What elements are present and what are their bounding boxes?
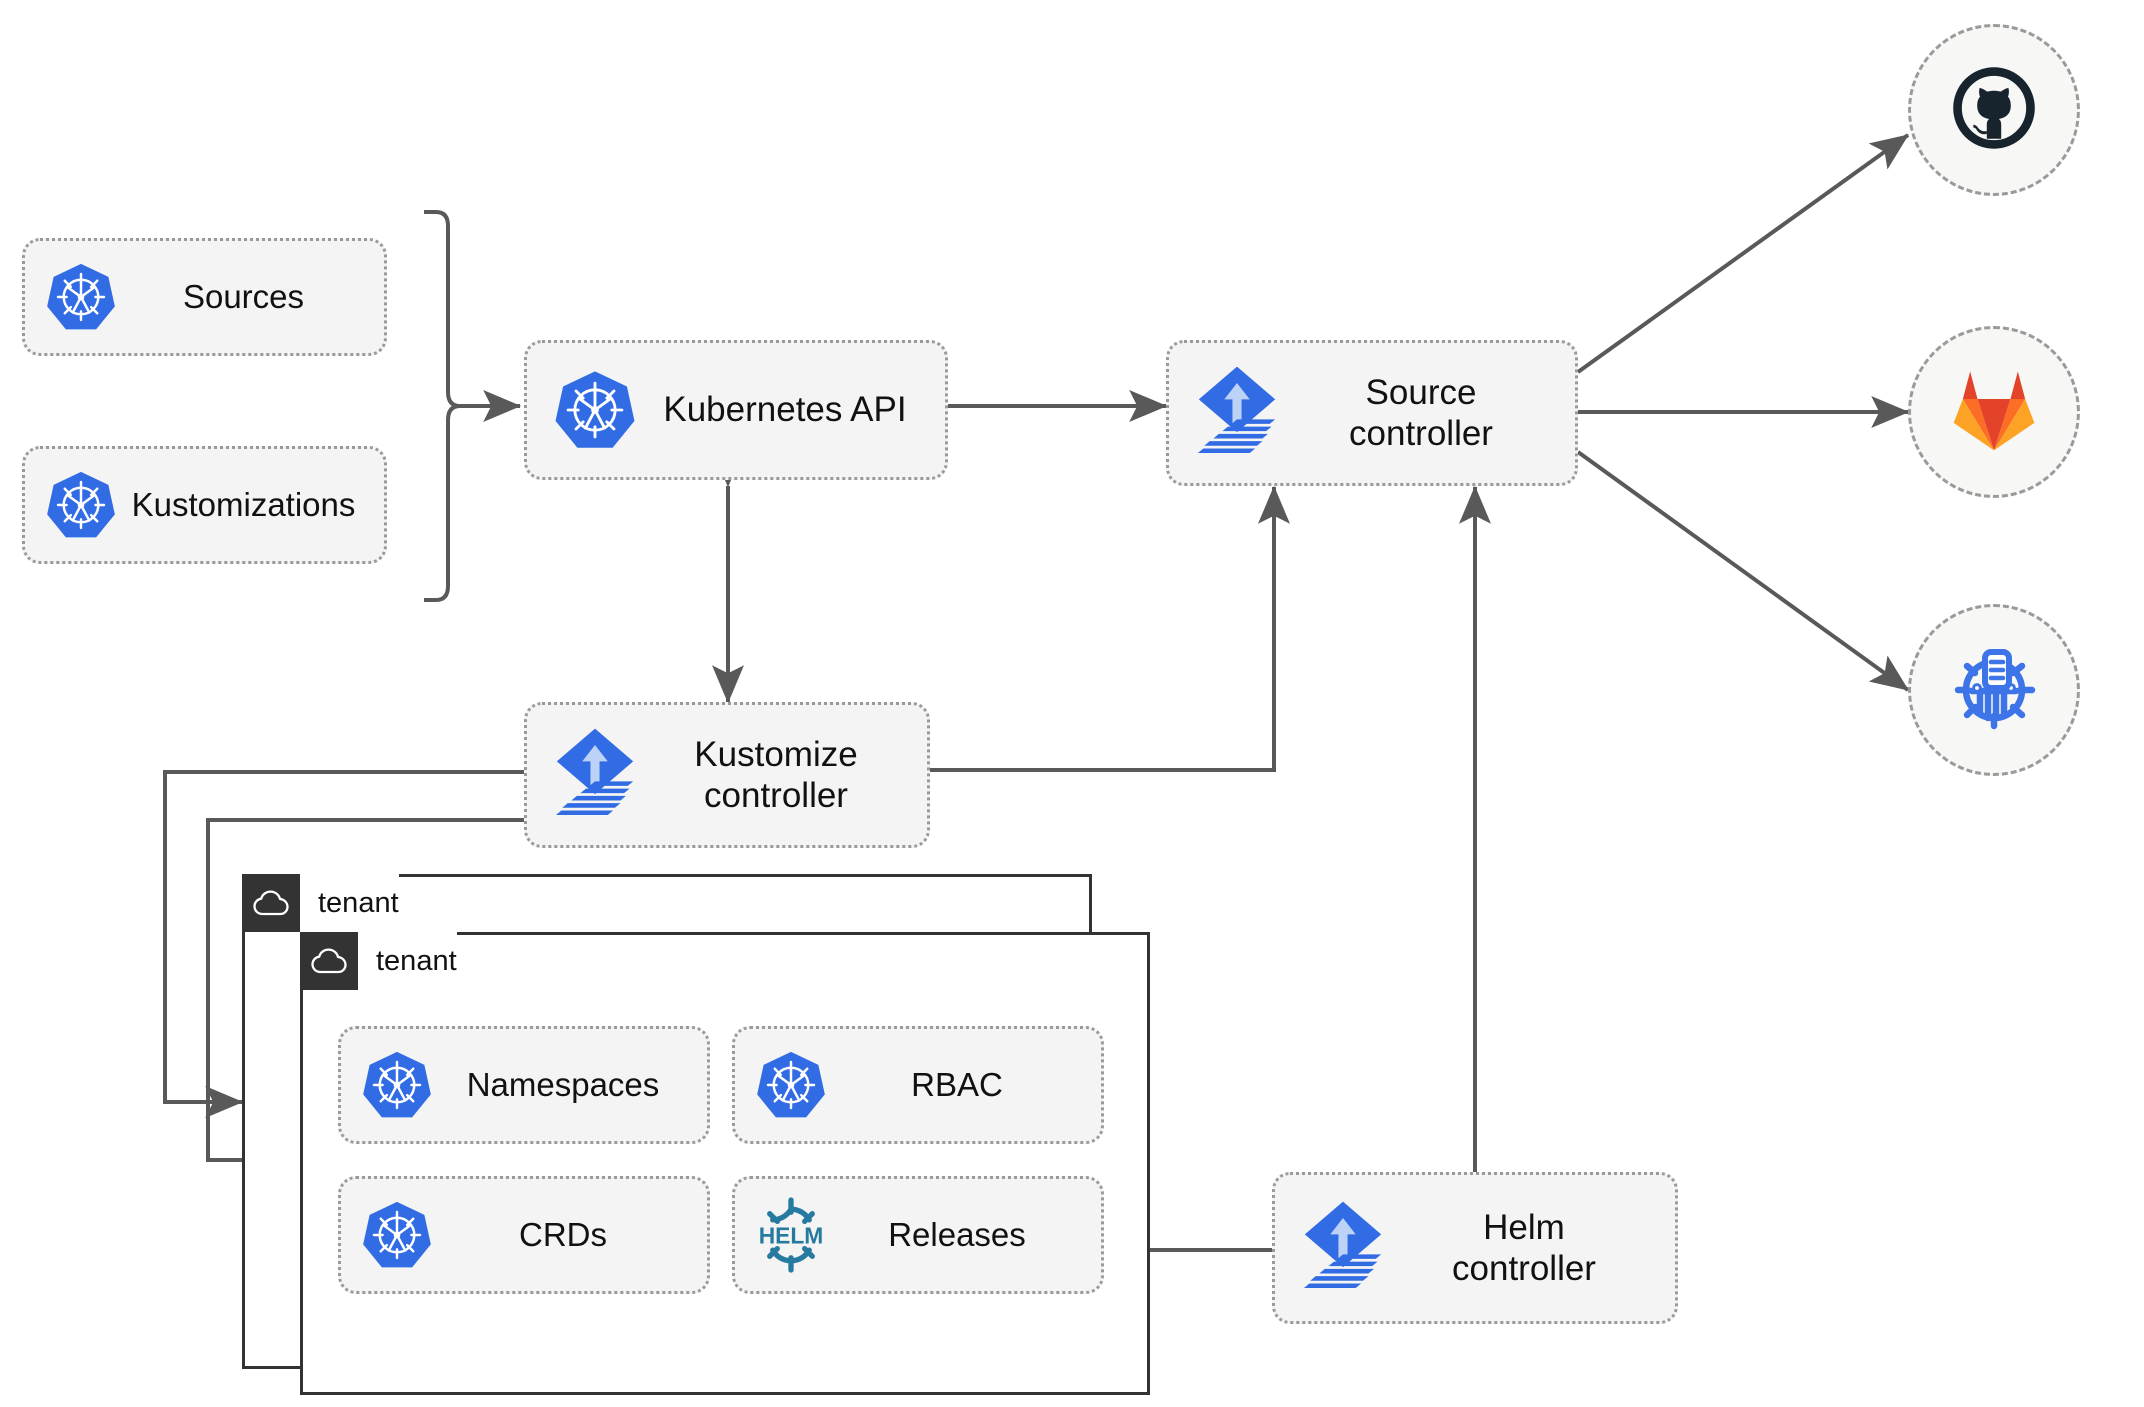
node-namespaces[interactable]: Namespaces bbox=[338, 1026, 710, 1144]
tenant-header: tenant bbox=[242, 874, 399, 932]
node-label: Helm controller bbox=[1452, 1207, 1596, 1288]
provider-github[interactable] bbox=[1908, 24, 2080, 196]
node-label: Kustomize controller bbox=[694, 734, 858, 815]
gitlab-icon bbox=[1948, 366, 2040, 459]
flux-icon bbox=[1297, 1198, 1389, 1298]
provider-helm-repository[interactable] bbox=[1908, 604, 2080, 776]
node-label: Sources bbox=[182, 277, 305, 315]
node-helm-controller[interactable]: Helm controller bbox=[1272, 1172, 1678, 1324]
flux-icon bbox=[549, 725, 641, 825]
node-crds[interactable]: CRDs bbox=[338, 1176, 710, 1294]
edge-kustomize-to-source bbox=[930, 485, 1290, 772]
flux-icon bbox=[1191, 363, 1283, 463]
edge-source-to-github bbox=[1576, 133, 1910, 374]
tenant-label: tenant bbox=[300, 874, 399, 932]
node-label: Kubernetes API bbox=[663, 390, 907, 430]
kubernetes-icon bbox=[359, 1197, 435, 1273]
tenant-header: tenant bbox=[300, 932, 457, 990]
node-releases[interactable]: HELM Releases bbox=[732, 1176, 1104, 1294]
node-sources[interactable]: Sources bbox=[22, 238, 387, 356]
tenant-container-inner: tenant bbox=[300, 932, 1150, 1395]
tenant-label: tenant bbox=[358, 932, 457, 990]
node-label: Kustomizations bbox=[131, 485, 356, 523]
helm-icon: HELM bbox=[753, 1197, 829, 1273]
edge-source-to-helm-repository bbox=[1576, 450, 1910, 692]
node-kustomize-controller[interactable]: Kustomize controller bbox=[524, 702, 930, 848]
edge-bracket bbox=[424, 210, 461, 602]
svg-text:HELM: HELM bbox=[759, 1222, 824, 1248]
kubernetes-icon bbox=[359, 1047, 435, 1123]
kubernetes-icon bbox=[43, 467, 119, 543]
node-label: Namespaces bbox=[466, 1065, 660, 1103]
node-kubernetes-api[interactable]: Kubernetes API bbox=[524, 340, 948, 480]
node-source-controller[interactable]: Source controller bbox=[1166, 340, 1578, 486]
kubernetes-icon bbox=[549, 360, 641, 460]
node-label: CRDs bbox=[519, 1215, 607, 1253]
kubernetes-icon bbox=[43, 259, 119, 335]
kubernetes-icon bbox=[753, 1047, 829, 1123]
provider-gitlab[interactable] bbox=[1908, 326, 2080, 498]
cloud-icon bbox=[242, 874, 300, 932]
node-label: Source controller bbox=[1349, 372, 1493, 453]
node-label: Releases bbox=[888, 1215, 1026, 1253]
helm-repository-icon bbox=[1944, 638, 2044, 743]
github-icon bbox=[1946, 60, 2042, 161]
node-label: RBAC bbox=[911, 1065, 1003, 1103]
cloud-icon bbox=[300, 932, 358, 990]
node-rbac[interactable]: RBAC bbox=[732, 1026, 1104, 1144]
node-kustomizations[interactable]: Kustomizations bbox=[22, 446, 387, 564]
